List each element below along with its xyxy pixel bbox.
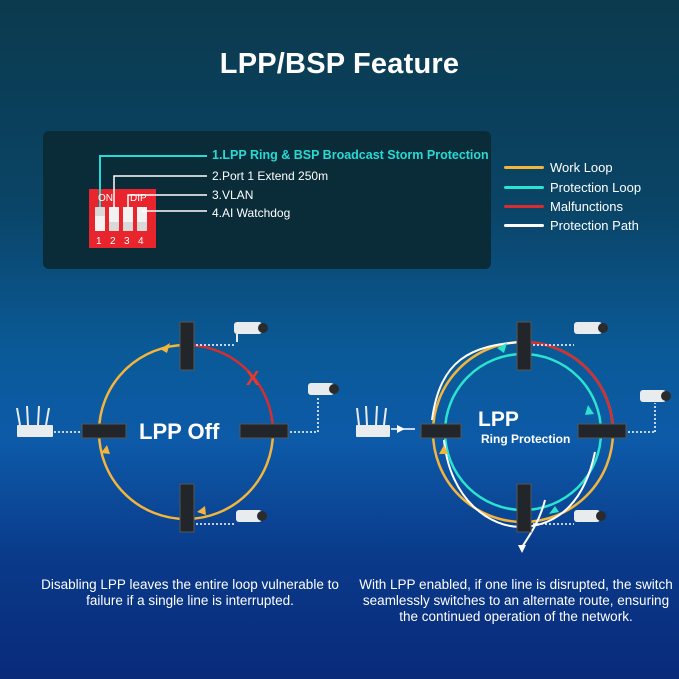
dip-option-1: 1.LPP Ring & BSP Broadcast Storm Protect… [212,148,489,162]
camera-right-right-icon [640,390,671,402]
dip-option-3: 3.VLAN [212,188,254,202]
dip-connector-3 [127,194,207,207]
lpp-off-ring [97,343,275,521]
switch-right-left-icon [420,423,462,439]
camera-right-icon [308,383,339,395]
right-caption: With LPP enabled, if one line is disrupt… [359,577,673,624]
work-loop-arrow [160,343,170,353]
legend-work-loop: Work Loop [550,160,613,175]
legend-swatch-protection-path [504,224,544,227]
protection-path-1 [431,341,524,421]
dip-number-3: 3 [124,236,130,247]
dip-dip-label: DIP [130,193,147,204]
legend-protection-loop: Protection Loop [550,180,642,195]
switch-right-right-icon [577,423,627,439]
lpp-off-label: LPP Off [139,419,220,444]
camera-top-icon [234,322,268,342]
camera-bottom-icon [236,510,267,522]
legend-protection-path: Protection Path [550,218,639,233]
switch-right-bottom-icon [516,483,532,533]
dip-number-1: 1 [96,236,102,247]
malfunction-arc-right [522,340,615,433]
page-title: LPP/BSP Feature [219,48,460,80]
dip-toggle-1 [95,207,105,231]
switch-left-icon [81,423,127,439]
lpp-label: LPP [478,408,519,431]
dip-toggle-3 [123,207,133,231]
dip-number-4: 4 [138,236,144,247]
switch-right-icon [239,423,289,439]
work-loop-arc-3 [185,431,275,521]
camera-right-bottom-icon [574,510,606,522]
camera-right-top-icon [574,322,608,334]
dip-toggle-2 [109,207,119,231]
switch-top-icon [179,321,195,371]
dip-toggle-4 [137,207,147,231]
ring-protection-label: Ring Protection [481,432,571,446]
protection-path-3 [521,499,546,548]
dip-on-label: ON [98,193,113,204]
left-caption: Disabling LPP leaves the entire loop vul… [41,577,339,608]
malfunction-arc [185,343,275,433]
switch-bottom-icon [179,483,195,533]
fault-mark: X [246,368,260,390]
dip-connector-2 [113,175,207,207]
work-loop-arc-2 [97,431,187,521]
switch-right-top-icon [516,321,532,371]
dip-option-2: 2.Port 1 Extend 250m [212,169,329,183]
legend-swatch-malfunctions [504,205,544,208]
legend-swatch-work-loop [504,166,544,169]
router-icon [16,405,53,437]
legend-malfunctions: Malfunctions [550,199,623,214]
router-right-icon [356,405,390,437]
dip-option-4: 4.AI Watchdog [212,206,291,220]
dip-number-2: 2 [110,236,116,247]
legend-swatch-protection-loop [504,186,544,189]
dip-connector-1 [99,155,207,207]
